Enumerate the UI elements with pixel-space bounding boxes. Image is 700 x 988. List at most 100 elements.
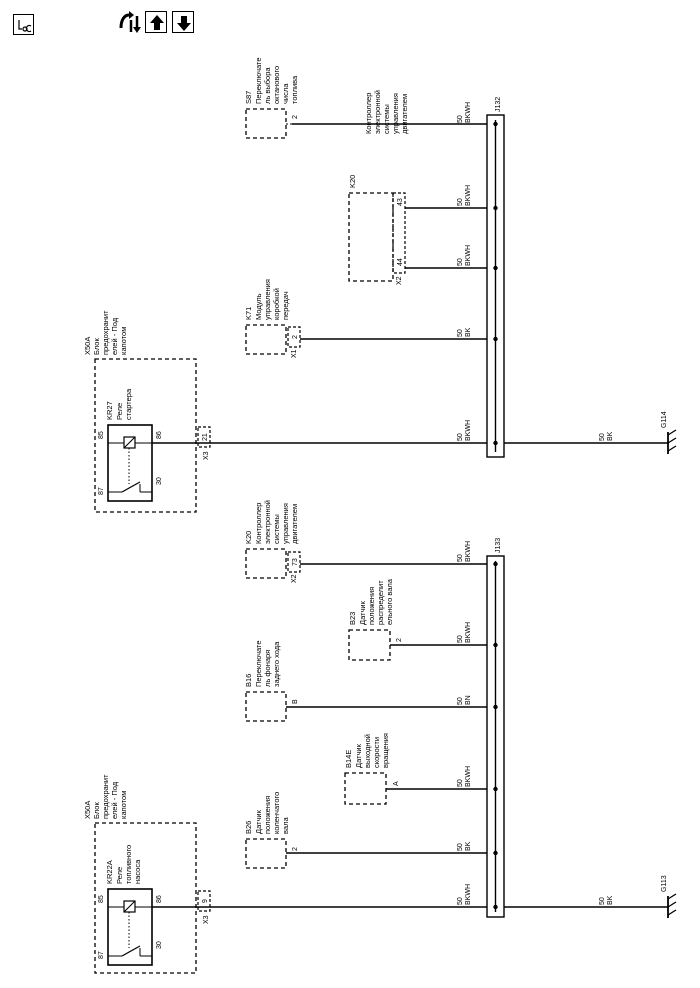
svg-text:положения: положения	[263, 796, 272, 834]
b14e-label: B14E Датчик выходной скорости вращения	[344, 733, 390, 768]
svg-text:BKWH: BKWH	[465, 622, 472, 643]
b16-component	[245, 691, 287, 722]
svg-text:числа: числа	[281, 83, 290, 104]
svg-text:50: 50	[457, 697, 464, 705]
b16-label: B16 Переключате ль фонаря заднего хода	[244, 640, 281, 687]
locator-button[interactable]	[13, 14, 34, 35]
svg-text:S87: S87	[244, 91, 253, 104]
j133-label: J133	[495, 538, 502, 553]
b14e-component	[344, 772, 387, 805]
b16-pin: B	[292, 699, 299, 704]
k20-label-top: K20 Контроллер электронной системы управ…	[348, 90, 409, 188]
b23-component	[348, 629, 391, 661]
svg-text:положения: положения	[367, 587, 376, 625]
x3-pin-bottom: 9	[202, 899, 209, 903]
svg-text:Переключате: Переключате	[254, 640, 263, 687]
b26-component	[245, 838, 287, 869]
kr27-contact	[121, 481, 141, 493]
svg-text:BKWH: BKWH	[465, 185, 472, 206]
x3-label-bottom: X3	[203, 915, 210, 924]
k71-connector	[287, 326, 301, 348]
svg-text:управления: управления	[391, 93, 400, 134]
svg-text:вала: вала	[281, 817, 290, 834]
svg-text:насоса: насоса	[133, 859, 142, 884]
svg-text:заднего хода: заднего хода	[272, 641, 281, 687]
arrow-down-icon	[177, 16, 191, 31]
g114-wire-gauge: 50	[599, 433, 606, 441]
b23-pin: 2	[396, 638, 403, 642]
b26-pin: 2	[292, 847, 299, 851]
kr27-label: KR27 Реле стартера	[105, 388, 133, 420]
svg-text:Контроллер: Контроллер	[364, 93, 373, 134]
arrow-up-button[interactable]	[145, 11, 167, 33]
locator-icon	[18, 20, 32, 33]
svg-text:предохранит: предохранит	[101, 310, 110, 355]
svg-text:Реле: Реле	[115, 867, 124, 884]
kr22a-pin30: 30	[156, 941, 163, 949]
svg-text:50: 50	[457, 843, 464, 851]
svg-text:50: 50	[457, 779, 464, 787]
svg-text:елей - Под: елей - Под	[110, 317, 119, 355]
svg-text:Датчик: Датчик	[254, 809, 263, 834]
svg-text:коробкой: коробкой	[272, 288, 281, 320]
k20-pin-73: 73	[292, 558, 299, 566]
kr22a-pin86: 86	[156, 895, 163, 903]
x50a-label: X50A Блок предохранит елей - Под капотом	[83, 310, 128, 355]
kr22a-relay	[107, 888, 153, 966]
svg-text:BKWH: BKWH	[465, 245, 472, 266]
svg-text:двигателем: двигателем	[400, 94, 409, 134]
svg-text:BKWH: BKWH	[465, 102, 472, 123]
k71-label: K71 Модуль управления коробкой передач	[244, 279, 290, 320]
svg-text:K20: K20	[348, 175, 357, 188]
svg-text:B23: B23	[348, 612, 357, 625]
kr22a-contact	[121, 945, 141, 957]
svg-text:Реле: Реле	[115, 403, 124, 420]
svg-text:управления: управления	[263, 279, 272, 320]
top-circuit: X50A Блок предохранит елей - Под капотом…	[83, 57, 677, 513]
svg-text:предохранит: предохранит	[101, 774, 110, 819]
svg-text:BKWH: BKWH	[465, 541, 472, 562]
svg-text:Модуль: Модуль	[254, 293, 263, 320]
bottom-wire-labels: 50 BKWH 50 BKWH 50 BN 50 BKWH 50 BK 50 B…	[457, 541, 472, 905]
swap-button[interactable]	[118, 10, 142, 36]
svg-text:Переключате: Переключате	[254, 57, 263, 104]
g113-label: G113	[661, 875, 668, 892]
kr27-relay	[107, 424, 153, 502]
b14e-pin: A	[393, 781, 400, 786]
x3-connector-bottom	[197, 890, 211, 912]
svg-text:коленчатого: коленчатого	[272, 792, 281, 834]
x50a-label-bottom: X50A Блок предохранит елей - Под капотом	[83, 774, 128, 819]
kr27-pin85: 85	[98, 431, 105, 439]
svg-text:50: 50	[457, 115, 464, 123]
j132-label: J132	[495, 97, 502, 112]
s87-component	[245, 108, 287, 139]
swap-icon	[119, 11, 141, 33]
svg-text:KR27: KR27	[105, 401, 114, 420]
svg-text:ль фонаря: ль фонаря	[263, 650, 272, 687]
k20-label-bottom: K20 Контроллер электронной системы управ…	[244, 500, 299, 544]
svg-text:50: 50	[457, 635, 464, 643]
kr22a-pin85: 85	[98, 895, 105, 903]
g113-wire-gauge: 50	[599, 897, 606, 905]
k71-conn: X1	[291, 349, 298, 358]
svg-text:управления: управления	[281, 503, 290, 544]
svg-text:Контроллер: Контроллер	[254, 503, 263, 544]
svg-text:вращения: вращения	[381, 733, 390, 768]
svg-text:50: 50	[457, 258, 464, 266]
svg-text:топлива: топлива	[290, 75, 299, 104]
svg-text:ельного вала: ельного вала	[385, 578, 394, 625]
svg-text:электронной: электронной	[373, 90, 382, 134]
svg-text:BK: BK	[465, 327, 472, 337]
svg-text:X50A: X50A	[83, 801, 92, 819]
k20-pin-44: 44	[397, 258, 404, 266]
svg-text:системы: системы	[272, 514, 281, 544]
arrow-down-button[interactable]	[172, 11, 194, 33]
k20-pin-43: 43	[397, 198, 404, 206]
arrow-up-icon	[150, 15, 164, 30]
svg-text:B26: B26	[244, 821, 253, 834]
svg-text:Датчик: Датчик	[358, 600, 367, 625]
svg-text:K20: K20	[244, 531, 253, 544]
svg-text:BKWH: BKWH	[465, 884, 472, 905]
k20-component-top	[348, 192, 394, 282]
